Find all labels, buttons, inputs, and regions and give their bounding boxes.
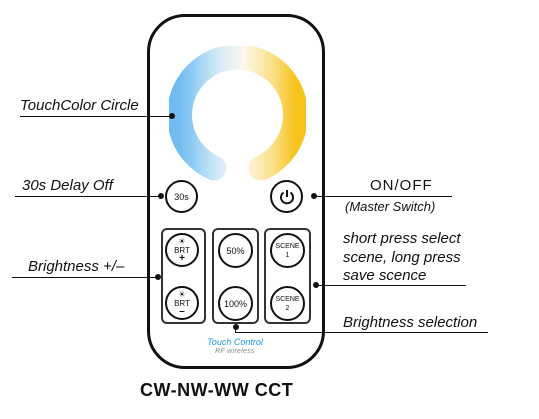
scene-dot bbox=[313, 282, 319, 288]
sun-icon: ☀ bbox=[178, 237, 186, 246]
on-off-dot bbox=[311, 193, 317, 199]
power-button[interactable] bbox=[270, 180, 303, 213]
power-icon bbox=[279, 189, 294, 204]
rf-wireless-text: RF wireless bbox=[215, 348, 255, 355]
scene-2-button[interactable]: SCENE 2 bbox=[270, 286, 305, 321]
touch-color-circle-line bbox=[20, 116, 172, 117]
brightness-selection-dot bbox=[233, 324, 239, 330]
brightness-100-label: 100% bbox=[223, 298, 248, 309]
brightness-annotation: Brightness +/– bbox=[28, 258, 125, 275]
master-switch-annotation: (Master Switch) bbox=[345, 199, 436, 214]
sun-icon: ☀ bbox=[178, 290, 186, 299]
plus-icon: + bbox=[179, 253, 185, 264]
touch-control-text: Touch Control bbox=[207, 337, 263, 347]
delay-off-line bbox=[15, 196, 160, 197]
scene-2-number: 2 bbox=[285, 304, 290, 312]
touch-color-circle[interactable] bbox=[169, 46, 306, 183]
brightness-dot bbox=[155, 274, 161, 280]
scene-line bbox=[318, 285, 466, 286]
scene-annotation-line2: scene, long press bbox=[343, 249, 461, 266]
touch-color-circle-dot bbox=[169, 113, 175, 119]
brt-label: BRT bbox=[174, 246, 190, 255]
on-off-line bbox=[315, 196, 452, 197]
brightness-selection-annotation: Brightness selection bbox=[343, 314, 478, 331]
scene-annotation-line3: save scence bbox=[343, 267, 427, 284]
product-title: CW-NW-WW CCT bbox=[140, 380, 294, 400]
scene-1-label: SCENE bbox=[275, 242, 300, 250]
brightness-100-button[interactable]: 100% bbox=[218, 286, 253, 321]
scene-1-number: 1 bbox=[285, 251, 290, 259]
minus-icon: – bbox=[179, 306, 185, 317]
scene-annotation-line1: short press select bbox=[343, 230, 461, 247]
delay-off-annotation: 30s Delay Off bbox=[22, 177, 113, 194]
brightness-up-button[interactable]: ☀ BRT + bbox=[165, 233, 199, 267]
delay-off-button[interactable]: 30s bbox=[165, 180, 198, 213]
brightness-50-button[interactable]: 50% bbox=[218, 233, 253, 268]
brt-label: BRT bbox=[174, 299, 190, 308]
scene-1-button[interactable]: SCENE 1 bbox=[270, 233, 305, 268]
touch-color-circle-annotation: TouchColor Circle bbox=[20, 97, 139, 114]
brightness-50-label: 50% bbox=[226, 245, 245, 256]
delay-off-dot bbox=[158, 193, 164, 199]
scene-2-label: SCENE bbox=[275, 295, 300, 303]
brightness-selection-connector bbox=[235, 327, 236, 333]
brightness-selection-line bbox=[236, 332, 488, 333]
delay-off-label: 30s bbox=[174, 191, 189, 202]
on-off-annotation: ON/OFF bbox=[370, 177, 433, 194]
brightness-down-button[interactable]: ☀ BRT – bbox=[165, 286, 199, 320]
brightness-line bbox=[12, 277, 157, 278]
